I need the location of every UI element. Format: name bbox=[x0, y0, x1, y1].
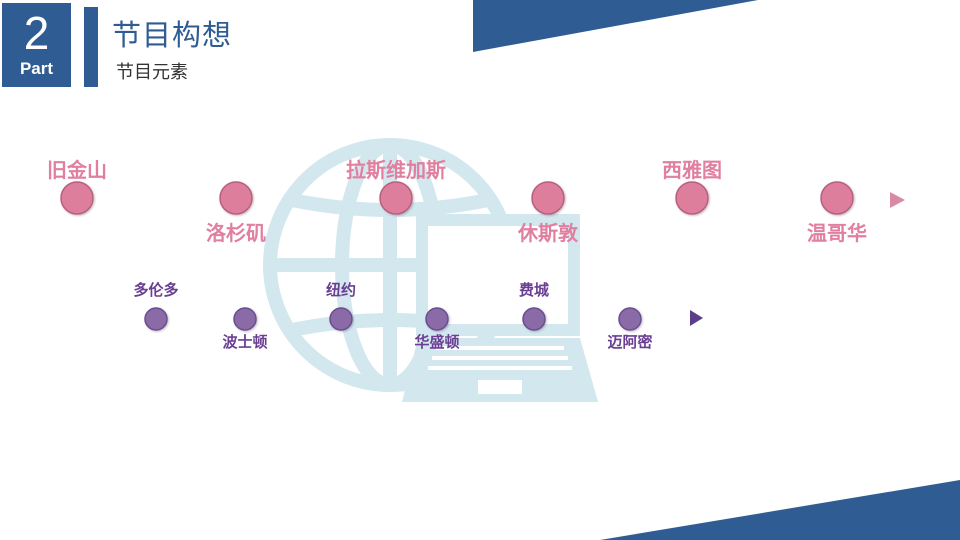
timeline-purple-node bbox=[144, 307, 168, 331]
timeline-pink-city-label: 温哥华 bbox=[807, 221, 867, 245]
purple-timeline-arrowhead bbox=[690, 310, 703, 326]
timeline-purple-city-label: 华盛顿 bbox=[414, 333, 459, 351]
timeline-purple-node bbox=[233, 307, 257, 331]
page-subtitle: 节目元素 bbox=[116, 62, 188, 83]
laptop-screen bbox=[416, 214, 580, 336]
timeline-pink-node bbox=[379, 181, 413, 215]
timeline-purple-city-label: 费城 bbox=[519, 281, 549, 299]
timeline-pink-city-label: 拉斯维加斯 bbox=[346, 158, 446, 182]
timeline-pink-node bbox=[820, 181, 854, 215]
timeline-pink-node bbox=[531, 181, 565, 215]
timeline-pink-node bbox=[675, 181, 709, 215]
timeline-purple-node bbox=[618, 307, 642, 331]
title-accent-bar bbox=[84, 7, 98, 87]
timeline-purple-city-label: 纽约 bbox=[326, 281, 356, 299]
part-badge: 2 Part bbox=[2, 3, 71, 87]
timeline-pink-city-label: 休斯敦 bbox=[517, 221, 579, 245]
timeline-pink-city-label: 洛杉矶 bbox=[206, 221, 266, 245]
timeline-pink-node bbox=[219, 181, 253, 215]
timeline-purple-city-label: 多伦多 bbox=[133, 281, 178, 299]
page-title: 节目构想 bbox=[112, 18, 233, 52]
timeline-purple-node bbox=[329, 307, 353, 331]
timeline-purple-node bbox=[522, 307, 546, 331]
timeline-purple-node bbox=[425, 307, 449, 331]
timeline-pink-node bbox=[60, 181, 94, 215]
timeline-purple-city-label: 迈阿密 bbox=[607, 333, 652, 351]
timeline-pink-city-label: 旧金山 bbox=[47, 158, 107, 182]
pink-timeline-arrowhead bbox=[890, 192, 905, 208]
part-label: Part bbox=[19, 59, 54, 78]
timeline-purple-city-label: 波士顿 bbox=[222, 333, 267, 351]
timeline-pink-city-label: 西雅图 bbox=[662, 158, 722, 182]
part-number: 2 bbox=[23, 7, 50, 59]
